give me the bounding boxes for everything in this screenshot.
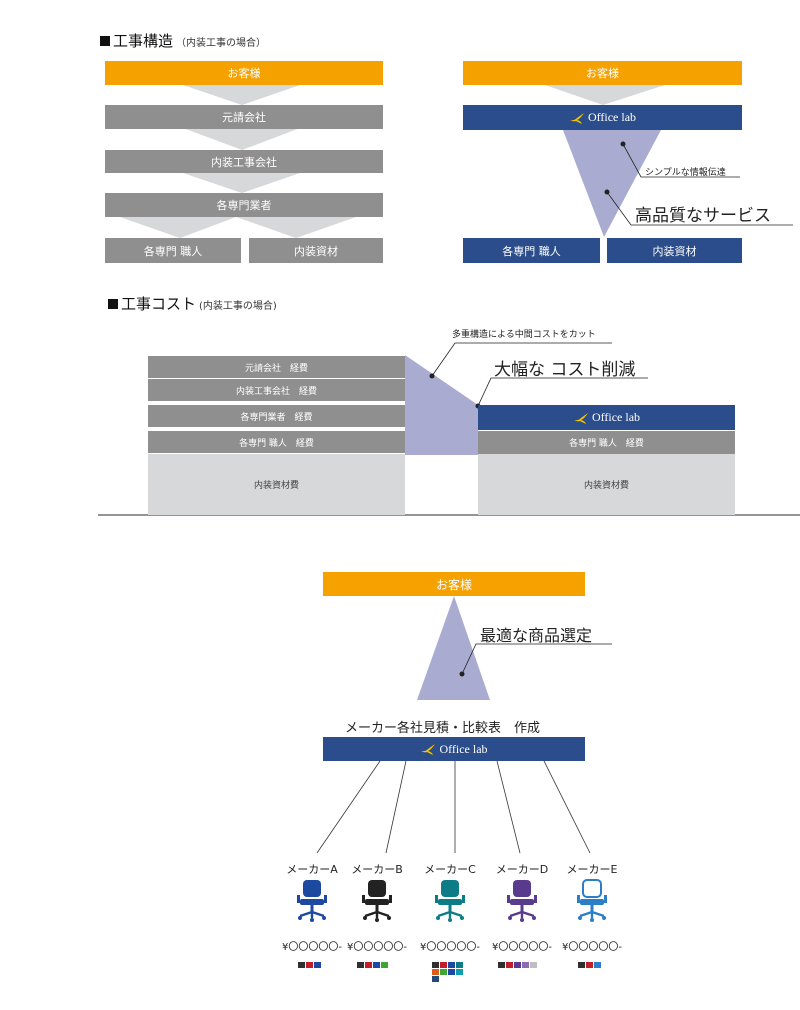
section1-connectors [120,85,793,238]
color-swatch [373,962,380,968]
officelab-bar-top: Office lab [463,105,742,130]
color-swatch [432,976,439,982]
officelab-logo: Office lab [569,110,636,125]
color-swatches [578,962,606,968]
bullet-square-icon [100,36,110,46]
maker-name: メーカーD [495,863,549,876]
leaf-logo-icon [569,112,584,124]
color-swatch [357,962,364,968]
maker-name: メーカーC [424,863,476,876]
color-swatch [456,962,463,968]
materials-bar-right: 内装資材 [607,238,742,263]
color-swatch [440,969,447,975]
officelab-cost-bar: Office lab [478,405,735,430]
cost-row-craftsman-right: 各専門 職人 経費 [478,431,735,454]
section2-subtitle: (内装工事の場合) [199,301,277,312]
office-chair-icon [507,880,537,922]
section2-cost-graphic [98,342,800,516]
color-swatch [594,962,601,968]
maker-price: ¥〇〇〇〇〇- [420,942,480,953]
color-swatch [578,962,585,968]
color-swatch [306,962,313,968]
craftsman-bar-right: 各専門 職人 [463,238,600,263]
color-swatch [298,962,305,968]
bullet-square-icon [108,299,118,309]
color-swatch [514,962,521,968]
best-selection-note: 最適な商品選定 [480,626,593,645]
color-swatch [522,962,529,968]
office-chair-icon [362,880,392,922]
quality-service-note: 高品質なサービス [635,206,771,226]
office-chair-icon [297,880,327,922]
section2-title: 工事コスト(内装工事の場合) [108,293,277,314]
color-swatches [298,962,326,968]
interior-company-bar: 内装工事会社 [105,150,383,173]
color-swatch [456,969,463,975]
color-swatch [314,962,321,968]
maker-price: ¥〇〇〇〇〇- [347,942,407,953]
customer-bar-bottom: お客様 [323,572,585,596]
materials-bar-left: 内装資材 [249,238,383,263]
craftsman-bar-left: 各専門 職人 [105,238,241,263]
maker-name: メーカーE [566,863,618,876]
cost-row-craftsman: 各専門 職人 経費 [148,430,405,453]
color-swatch [498,962,505,968]
section1-subtitle: （内装工事の場合） [176,38,267,49]
cost-row-specialist: 各専門業者 経費 [148,404,405,427]
officelab-bar-bottom: Office lab [323,737,585,761]
section3-connectors [316,596,612,854]
cost-row-general: 元請会社 経費 [148,355,405,378]
section1-title: 工事構造（内装工事の場合） [100,30,266,51]
color-swatch [448,962,455,968]
color-swatch [448,969,455,975]
general-contractor-bar: 元請会社 [105,105,383,129]
color-swatch [530,962,537,968]
leaf-logo-icon [573,412,588,424]
leaf-logo-icon [421,744,436,755]
materials-cost-right: 内装資材費 [478,454,735,515]
comparison-label: メーカー各社見積・比較表 作成 [345,721,541,736]
office-chair-icon [577,879,607,922]
color-swatches [432,962,468,982]
maker-price: ¥〇〇〇〇〇- [492,942,552,953]
simple-info-note: シンプルな情報伝達 [645,168,726,178]
customer-bar-left: お客様 [105,61,383,85]
materials-cost-left: 内装資材費 [148,454,405,515]
color-swatch [506,962,513,968]
color-swatches [357,962,397,968]
office-chair-icon [435,880,465,922]
color-swatch [586,962,593,968]
color-swatch [365,962,372,968]
maker-name: メーカーB [351,863,403,876]
maker-name: メーカーA [286,863,338,876]
cost-reduction-note: 大幅な コスト削減 [494,360,636,380]
officelab-logo: Office lab [420,742,488,757]
color-swatch [440,962,447,968]
cost-row-interior: 内装工事会社 経費 [148,378,405,401]
cut-cost-note: 多重構造による中間コストをカット [452,330,596,340]
maker-price: ¥〇〇〇〇〇- [282,942,342,953]
customer-bar-right: お客様 [463,61,742,85]
specialist-bar: 各専門業者 [105,193,383,217]
officelab-logo: Office lab [573,410,640,425]
maker-price: ¥〇〇〇〇〇- [562,942,622,953]
color-swatch [432,962,439,968]
color-swatch [432,969,439,975]
color-swatch [381,962,388,968]
color-swatches [498,962,546,968]
